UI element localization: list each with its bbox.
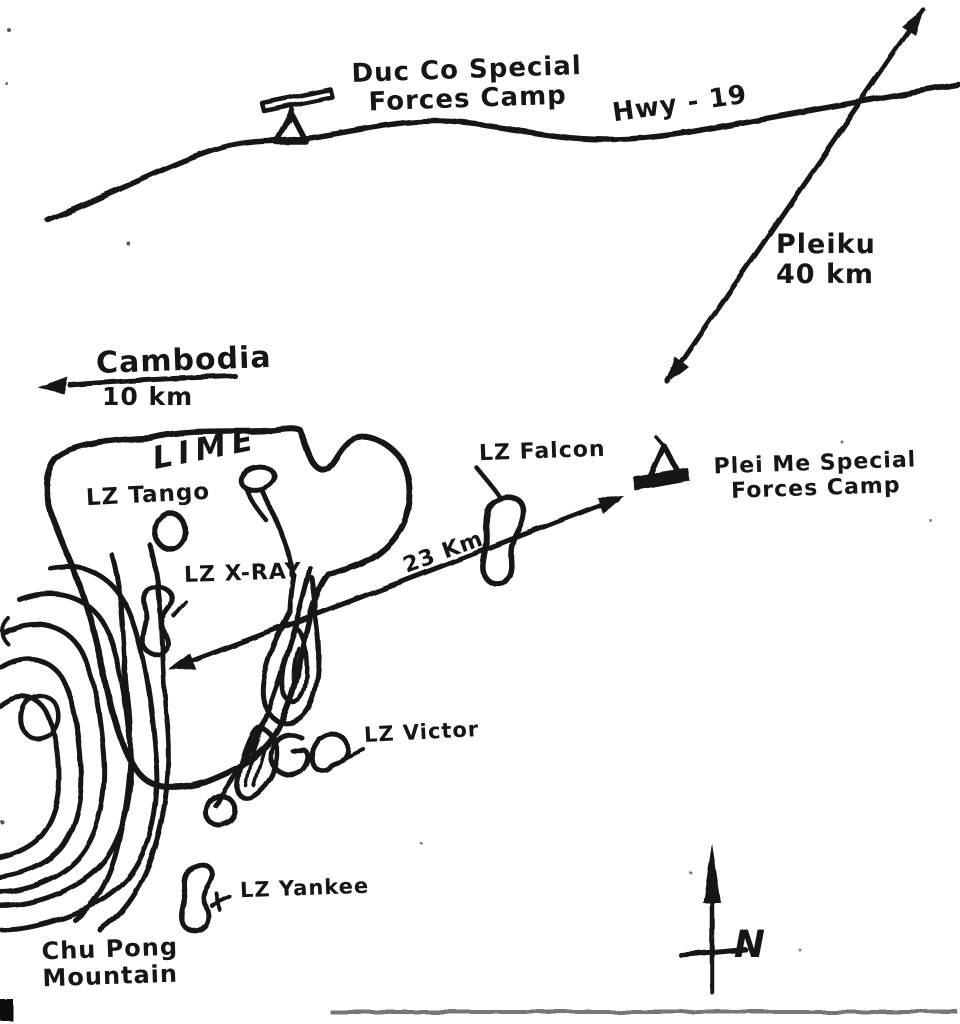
cambodia-label: Cambodia [95, 339, 273, 382]
cambodia-arrow [38, 373, 238, 394]
hwy-19-road [45, 81, 960, 223]
dark-terrain-patch [235, 725, 280, 801]
plei-me-camp-label: Plei Me Special Forces Camp [713, 447, 917, 504]
pleiku-label: Pleiku 40 km [776, 229, 876, 291]
camp-triangle-icon [647, 443, 682, 480]
flag-bar-icon [259, 86, 335, 114]
arrowhead-left-icon [168, 653, 196, 670]
duc-co-camp-label: Duc Co Special Forces Camp [351, 51, 583, 118]
duc-co-camp-icon [259, 86, 335, 145]
lz-yankee-label: LZ Yankee [239, 873, 370, 903]
lz-yankee-marker [179, 862, 232, 934]
chu-pong-label-line2: Mountain [42, 959, 179, 993]
camp-triangle-icon [273, 110, 309, 145]
scan-artifacts [0, 28, 958, 1021]
pleiku-name: Pleiku [776, 229, 876, 260]
arrowhead-right-icon [597, 496, 624, 514]
lz-xray-marker [140, 584, 188, 657]
cambodia-distance: 10 km [102, 382, 194, 411]
north-label: N [734, 923, 766, 966]
north-arrowhead-icon [703, 843, 721, 903]
chu-pong-label: Chu Pong Mountain [41, 933, 179, 993]
arrowhead-down-icon [666, 357, 689, 385]
plei-me-camp-icon [633, 435, 690, 491]
pleiku-distance: 40 km [776, 259, 875, 291]
lz-falcon-label: LZ Falcon [478, 436, 606, 467]
small-blob [204, 793, 238, 828]
lz-xray-label: LZ X-RAY [183, 558, 303, 589]
lz-tango-marker [152, 510, 188, 552]
lz-falcon-marker [474, 465, 527, 587]
pleiku-route-arrow [665, 7, 926, 385]
arrowhead-left-icon [38, 377, 68, 394]
lz-victor-marker [268, 732, 365, 778]
arrowhead-up-icon [901, 7, 925, 36]
xray-pleime-distance-arrow [168, 496, 624, 670]
flag-bar-icon [633, 468, 690, 491]
trail-line [204, 565, 313, 828]
north-compass-icon [678, 843, 748, 995]
